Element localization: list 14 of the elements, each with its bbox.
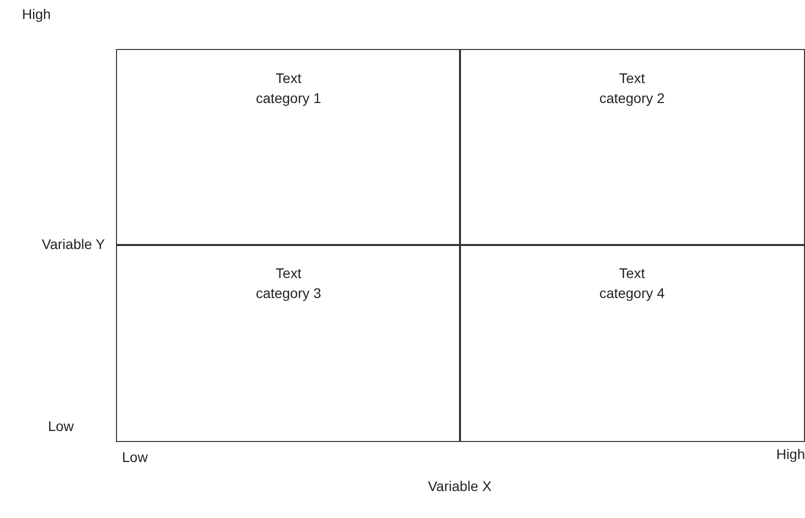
axis-end-label: Low [122, 449, 148, 465]
quadrant-label: Text category 3 [254, 264, 322, 303]
quadrant-cell [116, 49, 461, 246]
axis-end-label: Low [48, 418, 74, 434]
quadrant-label: Text category 1 [254, 69, 322, 108]
axis-title: Variable X [428, 478, 492, 494]
axis-end-label: High [22, 6, 51, 22]
quadrant-label: Text category 4 [598, 264, 666, 303]
quadrant-cell [459, 244, 805, 442]
quadrant-label: Text category 2 [598, 69, 666, 108]
quadrant-cell [459, 49, 805, 246]
quadrant-cell [116, 244, 461, 442]
axis-end-label: High [776, 446, 805, 462]
axis-title: Variable Y [42, 236, 105, 252]
